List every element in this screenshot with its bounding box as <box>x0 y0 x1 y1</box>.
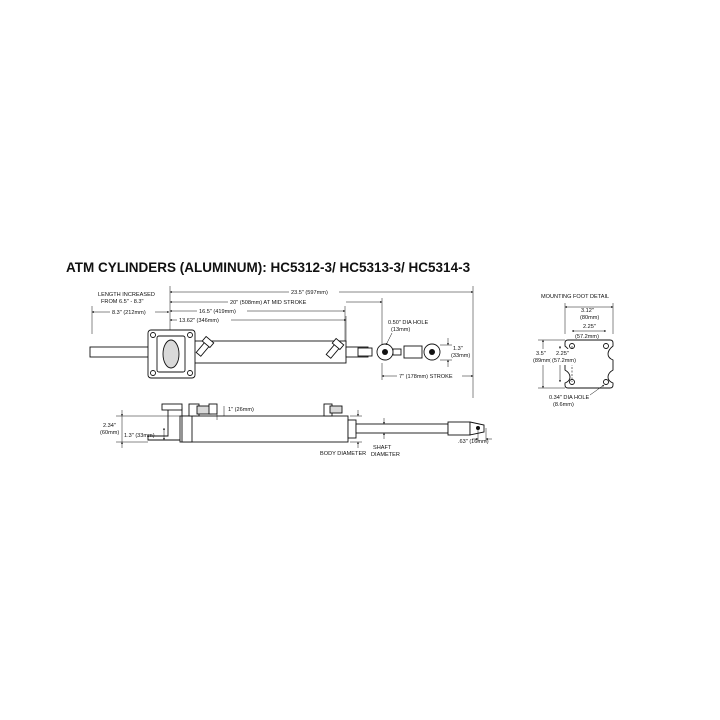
top-view: LENGTH INCREASED FROM 6.5" - 8.3" 8.3" (… <box>89 286 474 398</box>
dim-20-label: 20" (508mm) AT MID STROKE <box>230 300 307 306</box>
dim-2-25-side-mm-label: (57.2mm) <box>552 358 576 364</box>
dim-3-12-label: 3.12" <box>581 308 594 314</box>
side-view-cylinder-body <box>179 415 349 443</box>
dim-2-25-side-label: 2.25" <box>556 351 569 357</box>
dim-1-label: 1" (26mm) <box>228 407 254 413</box>
dim-23-5-label: 23.5" (597mm) <box>291 290 328 296</box>
foot-dia-hole-label: 0.34" DIA HOLE <box>549 395 589 401</box>
body-diameter-label: BODY DIAMETER <box>320 451 366 457</box>
dim-3-12-mm-label: (80mm) <box>580 315 599 321</box>
side-view-piston-rod <box>355 423 449 434</box>
dim-57-2-top-label: (57.2mm) <box>575 334 599 340</box>
dim-2-34-label: 2.34" <box>103 423 116 429</box>
dim-63-label: .63" (16mm) <box>458 439 489 445</box>
mounting-foot-title: MOUNTING FOOT DETAIL <box>541 294 609 300</box>
dia-hole-mm-label: (13mm) <box>391 327 410 333</box>
dim-1-3-side-label: 1.3" (33mm) <box>124 433 155 439</box>
stroke-label: 7" (178mm) STROKE <box>399 374 453 380</box>
dim-1-3-top-label: 1.3" <box>453 346 463 352</box>
length-increased-range-label: FROM 6.5" - 8.3" <box>101 299 144 305</box>
foot-dia-hole-mm-label: (8.6mm) <box>553 402 574 408</box>
shaft-label: SHAFT <box>373 445 392 451</box>
top-view-clevis <box>403 345 423 359</box>
top-view-fitting-right <box>325 337 345 359</box>
side-view-rod-end <box>447 421 471 436</box>
dim-16-5-label: 16.5" (419mm) <box>199 309 236 315</box>
diagram-title: ATM CYLINDERS (ALUMINUM): HC5312-3/ HC53… <box>66 260 471 275</box>
dim-2-34-mm-label: (60mm) <box>100 430 119 436</box>
length-increased-label: LENGTH INCREASED <box>98 292 155 298</box>
dim-3-5-label: 3.5" <box>536 351 546 357</box>
dim-3-5-mm-label: (89mm) <box>533 358 552 364</box>
shaft-diameter-label: DIAMETER <box>371 452 400 458</box>
side-view: 1" (26mm) 2.34" (60mm) 1.3" (33mm) BODY … <box>100 403 492 458</box>
side-view-fitting-left <box>188 403 218 417</box>
dim-2-25-top-label: 2.25" <box>583 324 596 330</box>
mounting-hole-bottom-right <box>603 379 609 385</box>
mounting-foot-detail: MOUNTING FOOT DETAIL 3.12" (80mm) 2.25" … <box>533 294 614 408</box>
dim-8-3-label: 8.3" (212mm) <box>112 310 146 316</box>
dim-13-62-label: 13.62" (346mm) <box>179 318 219 324</box>
mounting-hole-top-right <box>603 343 609 349</box>
dia-hole-label: 0.50" DIA HOLE <box>388 320 428 326</box>
top-view-fitting-left <box>195 335 215 357</box>
top-view-rod-left <box>89 346 153 358</box>
dim-1-3-top-mm-label: (33mm) <box>451 353 470 359</box>
side-view-fitting-right <box>323 403 343 417</box>
